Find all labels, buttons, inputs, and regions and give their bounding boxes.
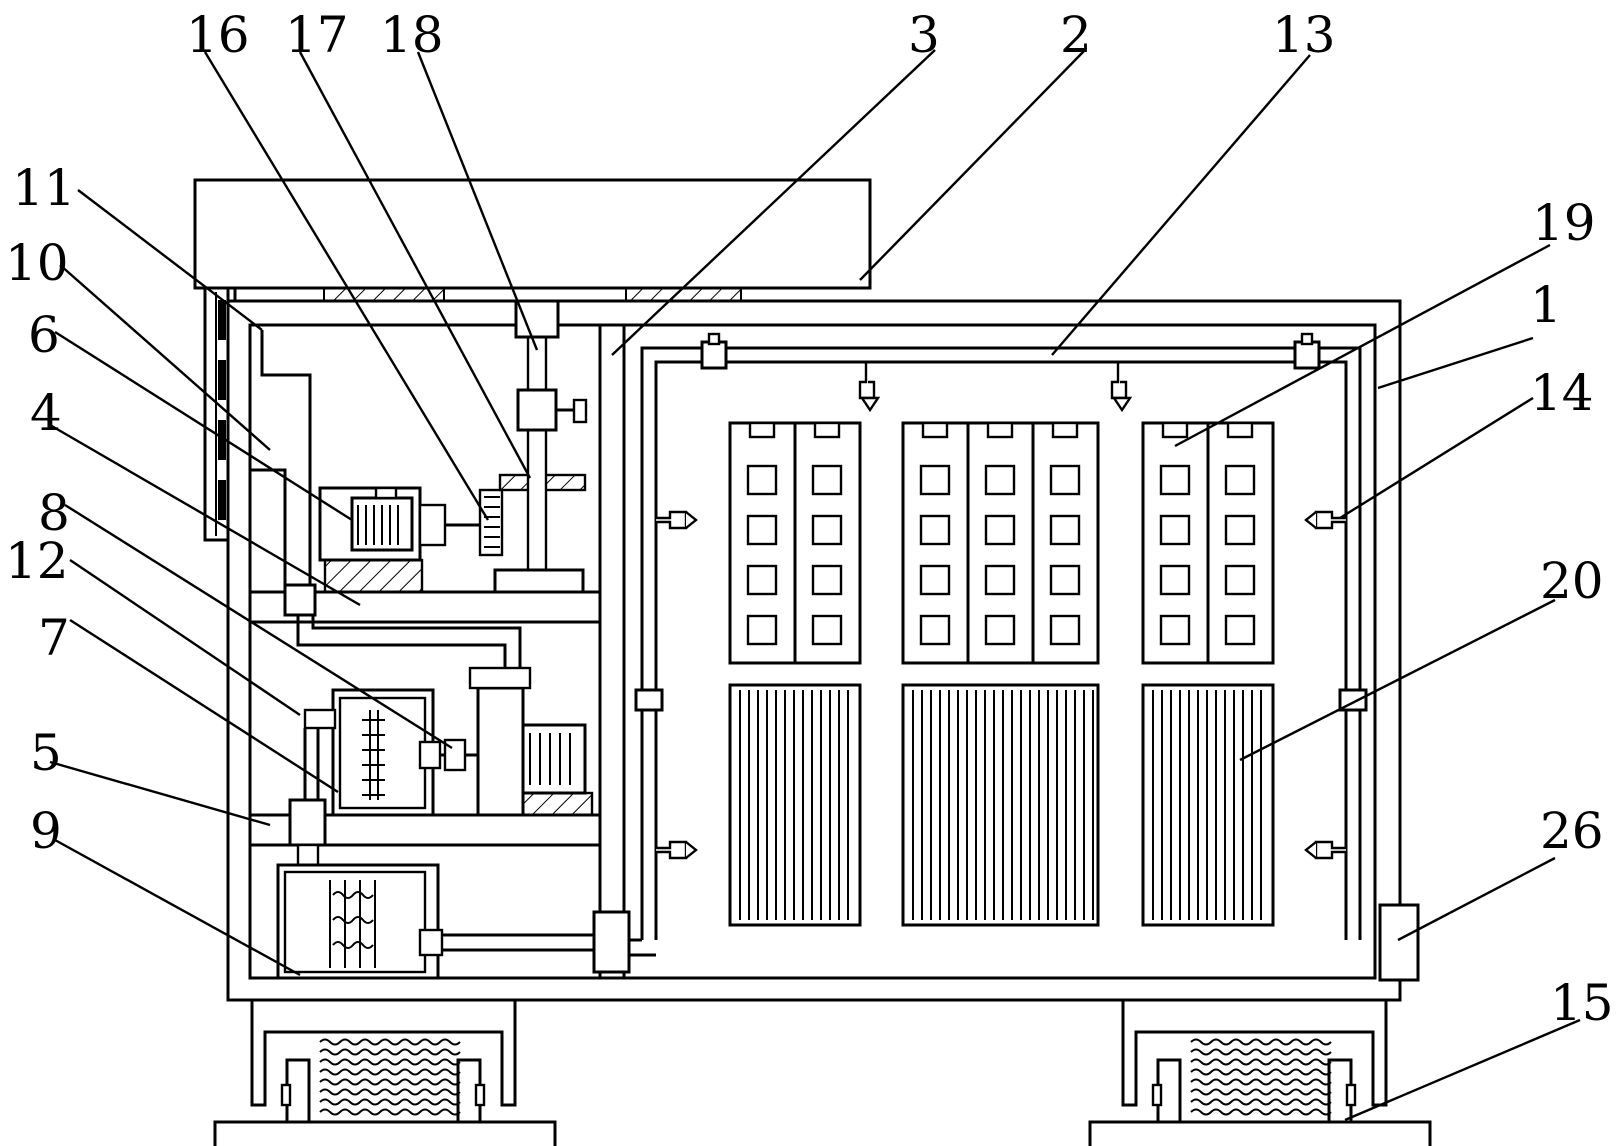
battery-modules	[728, 421, 1275, 665]
callout-1: 1	[1530, 276, 1562, 334]
heat-sinks	[728, 683, 1275, 927]
main-cabinet	[226, 299, 1402, 1002]
top-panel	[193, 178, 872, 302]
callout-6: 6	[28, 306, 60, 364]
callout-3: 3	[908, 6, 940, 64]
upper-pipe	[283, 583, 522, 668]
callout-18: 18	[380, 6, 444, 64]
water-tank	[276, 863, 594, 980]
callout-26: 26	[1540, 802, 1604, 860]
filter-tank	[303, 688, 435, 817]
callout-16: 16	[186, 6, 250, 64]
callout-12: 12	[5, 532, 69, 590]
callout-14: 14	[1530, 364, 1594, 422]
callout-labels: 1 2 3 4 5 6 7 8 9 10 11 12 13 14 15 16 1…	[5, 6, 1614, 1032]
callout-5: 5	[30, 724, 62, 782]
callout-10: 10	[5, 234, 69, 292]
callout-9: 9	[30, 802, 62, 860]
callout-7: 7	[38, 609, 70, 667]
callout-11: 11	[12, 159, 76, 217]
lower-tee	[288, 798, 327, 867]
callout-20: 20	[1540, 552, 1604, 610]
support-feet	[213, 1000, 1432, 1146]
callout-15: 15	[1550, 974, 1614, 1032]
side-sensor	[1378, 903, 1420, 982]
upper-shelf	[248, 299, 602, 624]
callout-2: 2	[1060, 6, 1092, 64]
callout-8: 8	[38, 484, 70, 542]
callout-4: 4	[30, 384, 62, 442]
side-door	[203, 286, 312, 585]
callout-19: 19	[1532, 194, 1596, 252]
leader-lines	[49, 49, 1581, 1122]
pump	[418, 666, 594, 817]
spray-pipe	[592, 332, 1368, 974]
callout-13: 13	[1272, 6, 1336, 64]
callout-17: 17	[285, 6, 349, 64]
